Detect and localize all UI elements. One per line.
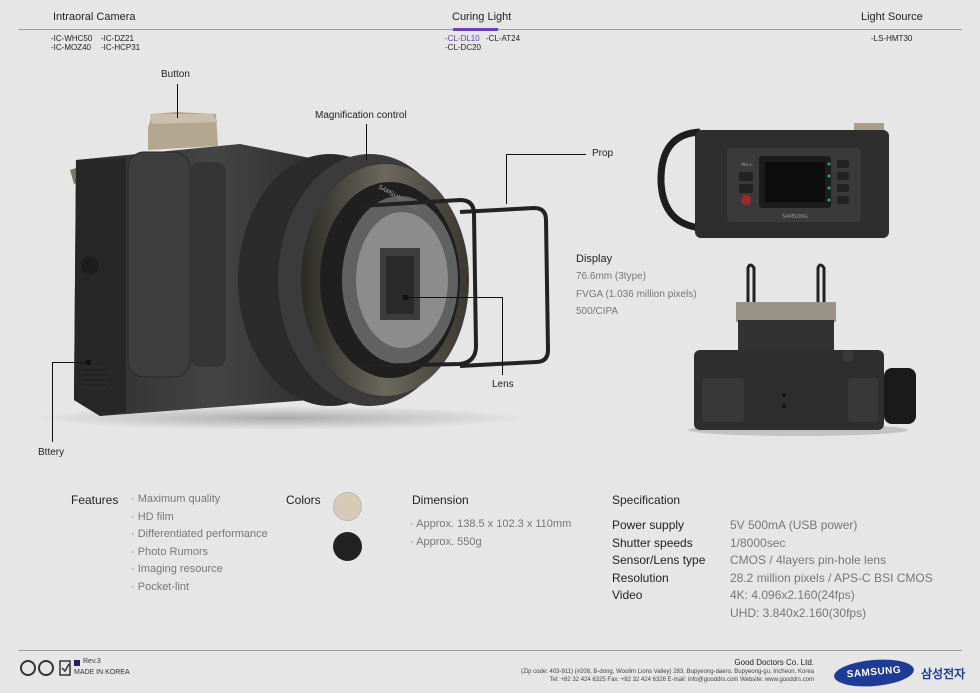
callout-prop-leader-h bbox=[506, 154, 586, 155]
feature-item: · Photo Rumors bbox=[131, 545, 209, 558]
callout-battery-leader-h bbox=[52, 362, 88, 363]
category-curing-light[interactable]: Curing Light bbox=[452, 11, 512, 23]
color-swatch-black[interactable] bbox=[333, 532, 362, 561]
footer-address: (Zip code: 403-911) (#208, B-dong, Wooli… bbox=[521, 669, 814, 675]
callout-prop-leader-v bbox=[506, 154, 507, 204]
feature-item: · Pocket-lint bbox=[131, 580, 190, 593]
camera-main-illustration: SAMSUNG LENS bbox=[40, 112, 551, 430]
callout-magnification-leader bbox=[366, 124, 367, 160]
callout-battery-leader-v bbox=[52, 362, 53, 442]
features-title: Features bbox=[71, 493, 119, 507]
footer-rev: Rev.3 bbox=[83, 658, 101, 665]
display-title: Display bbox=[576, 253, 613, 265]
back-menu-text: Menu bbox=[742, 162, 753, 167]
specification-title: Specification bbox=[612, 493, 681, 507]
model-ic-dz21[interactable]: -IC-DZ21 bbox=[101, 34, 134, 43]
footer-company: Good Doctors Co. Ltd. bbox=[734, 658, 814, 667]
color-swatch-beige[interactable] bbox=[333, 492, 362, 521]
feature-item: · Imaging resource bbox=[131, 563, 223, 575]
colors-title: Colors bbox=[286, 493, 321, 507]
rev-square-icon bbox=[74, 660, 80, 666]
samsung-korean-logo: 삼성전자 bbox=[921, 667, 966, 681]
footer-rule bbox=[18, 650, 962, 651]
display-size: 76.6mm (3type) bbox=[576, 271, 647, 282]
certification-mark-icon bbox=[20, 660, 71, 676]
feature-item: · HD film bbox=[131, 510, 174, 523]
model-ls-hmt30[interactable]: -LS-HMT30 bbox=[871, 34, 913, 43]
callout-lens-leader-h bbox=[405, 297, 502, 298]
callout-button-leader bbox=[177, 84, 178, 118]
display-resolution: FVGA (1.036 million pixels) bbox=[576, 289, 697, 300]
callout-magnification-label: Magnification control bbox=[315, 110, 407, 121]
feature-item: · Differentiated performance bbox=[131, 528, 268, 540]
model-cl-at24[interactable]: -CL-AT24 bbox=[486, 34, 521, 43]
callout-battery-dot bbox=[86, 360, 91, 365]
footer-made-in: MADE IN KOREA bbox=[74, 669, 130, 676]
model-ic-moz40[interactable]: -IC-MOZ40 bbox=[51, 43, 91, 52]
feature-item: · Maximum quality bbox=[131, 493, 221, 505]
active-category-indicator bbox=[453, 28, 498, 31]
dimension-list: · Approx. 138.5 x 102.3 x 110mm · Approx… bbox=[410, 516, 571, 551]
category-light-source[interactable]: Light Source bbox=[861, 11, 923, 23]
samsung-logo: SAMSUNG bbox=[833, 656, 915, 690]
footer-contact: Tel: +82 32 424 6325 Fax: +82 32 424 632… bbox=[549, 677, 814, 683]
model-ic-whc50[interactable]: -IC-WHC50 bbox=[51, 34, 93, 43]
category-intraoral-camera[interactable]: Intraoral Camera bbox=[53, 11, 136, 23]
callout-button-label: Button bbox=[161, 69, 190, 80]
dimension-item: · Approx. 550g bbox=[410, 535, 482, 548]
model-cl-dl10[interactable]: -CL-DL10 bbox=[445, 34, 480, 43]
callout-battery-label: Bttery bbox=[38, 447, 65, 458]
camera-back-view: SAMSUNG Menu bbox=[657, 123, 889, 238]
callout-lens-label: Lens bbox=[492, 379, 514, 390]
dimension-item: · Approx. 138.5 x 102.3 x 110mm bbox=[410, 518, 572, 530]
dimension-title: Dimension bbox=[412, 493, 469, 507]
model-ic-hcp31[interactable]: -IC-HCP31 bbox=[101, 43, 141, 52]
footer-cert-icons bbox=[20, 658, 72, 678]
camera-side-view bbox=[688, 263, 916, 436]
callout-prop-label: Prop bbox=[592, 148, 614, 159]
display-cipa: 500/CIPA bbox=[576, 306, 619, 317]
features-list: · Maximum quality · HD film · Differenti… bbox=[131, 491, 268, 596]
back-brand-text: SAMSUNG bbox=[782, 214, 808, 220]
callout-lens-leader-v bbox=[502, 297, 503, 375]
model-cl-dc20[interactable]: -CL-DC20 bbox=[445, 43, 482, 52]
